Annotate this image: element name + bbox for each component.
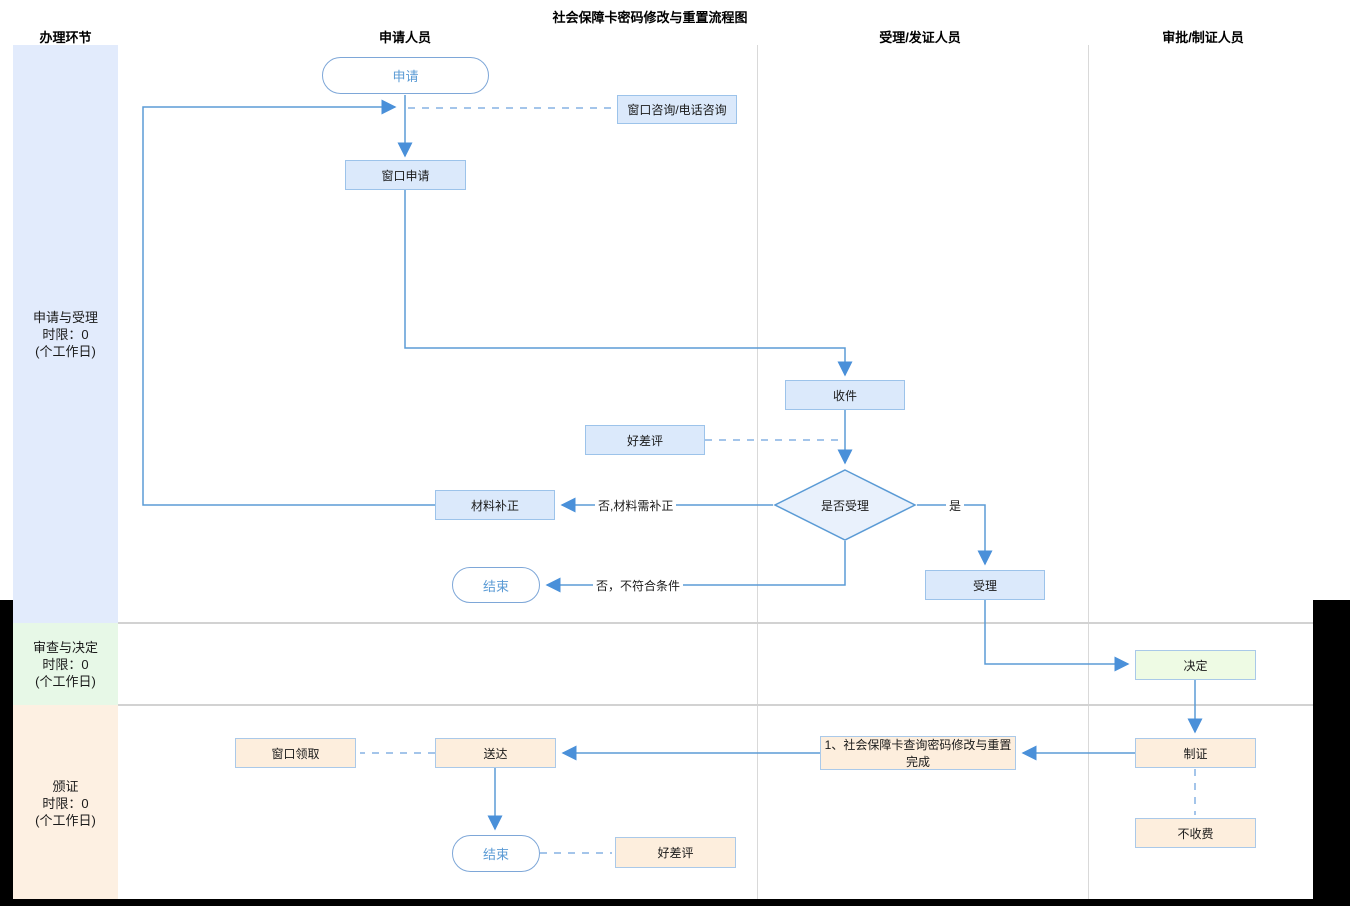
phase-name: 申请与受理 bbox=[32, 309, 98, 325]
node-decide: 决定 bbox=[1135, 650, 1256, 680]
node-rating-2: 好差评 bbox=[615, 837, 736, 868]
node-accept-decision: 是否受理 bbox=[773, 469, 917, 541]
phase-name: 审查与决定 bbox=[32, 639, 98, 655]
phase-band-apply-accept: 申请与受理 时限：0 (个工作日) bbox=[13, 45, 118, 623]
phase-unit: (个工作日) bbox=[35, 812, 96, 828]
node-apply-start: 申请 bbox=[322, 57, 489, 94]
letterbox-right bbox=[1313, 600, 1350, 906]
node-window-consult: 窗口咨询/电话咨询 bbox=[617, 95, 737, 124]
decision-diamond-shape bbox=[773, 469, 917, 541]
edge-label-no-reject: 否，不符合条件 bbox=[593, 577, 684, 594]
edge-label-yes: 是 bbox=[946, 497, 965, 514]
lane-header-applicant: 申请人员 bbox=[378, 30, 431, 45]
node-rating-1: 好差评 bbox=[585, 425, 705, 455]
page-title: 社会保障卡密码修改与重置流程图 bbox=[552, 10, 748, 25]
decision-label: 是否受理 bbox=[820, 498, 869, 513]
phase-band-issue: 颁证 时限：0 (个工作日) bbox=[13, 705, 118, 901]
lane-divider-1 bbox=[757, 45, 758, 899]
letterbox-bottom bbox=[0, 899, 1350, 906]
node-end-2: 结束 bbox=[452, 835, 540, 872]
node-material-fix: 材料补正 bbox=[435, 490, 555, 520]
edge-label-no-need-fix: 否,材料需补正 bbox=[595, 497, 677, 514]
node-make-cert: 制证 bbox=[1135, 738, 1256, 768]
node-accept: 受理 bbox=[925, 570, 1045, 600]
phase-divider-1 bbox=[118, 622, 1313, 624]
node-receive: 收件 bbox=[785, 380, 905, 410]
lane-divider-2 bbox=[1088, 45, 1089, 899]
phase-name: 颁证 bbox=[52, 778, 79, 794]
phase-band-review-decide: 审查与决定 时限：0 (个工作日) bbox=[13, 623, 118, 705]
lane-header-approver: 审批/制证人员 bbox=[1162, 30, 1244, 45]
node-window-pickup: 窗口领取 bbox=[235, 738, 356, 768]
node-window-apply: 窗口申请 bbox=[345, 160, 466, 190]
lane-header-steps: 办理环节 bbox=[39, 30, 92, 45]
phase-limit: 时限：0 bbox=[42, 656, 89, 672]
node-complete-note: 1、社会保障卡查询密码修改与重置完成 bbox=[820, 736, 1016, 770]
node-end-1: 结束 bbox=[452, 567, 540, 603]
phase-unit: (个工作日) bbox=[35, 343, 96, 359]
lane-header-acceptor: 受理/发证人员 bbox=[879, 30, 961, 45]
phase-unit: (个工作日) bbox=[35, 673, 96, 689]
letterbox-left bbox=[0, 600, 13, 906]
node-no-fee: 不收费 bbox=[1135, 818, 1256, 848]
phase-divider-2 bbox=[118, 704, 1313, 706]
node-deliver: 送达 bbox=[435, 738, 556, 768]
phase-limit: 时限：0 bbox=[42, 795, 89, 811]
phase-limit: 时限：0 bbox=[42, 326, 89, 342]
